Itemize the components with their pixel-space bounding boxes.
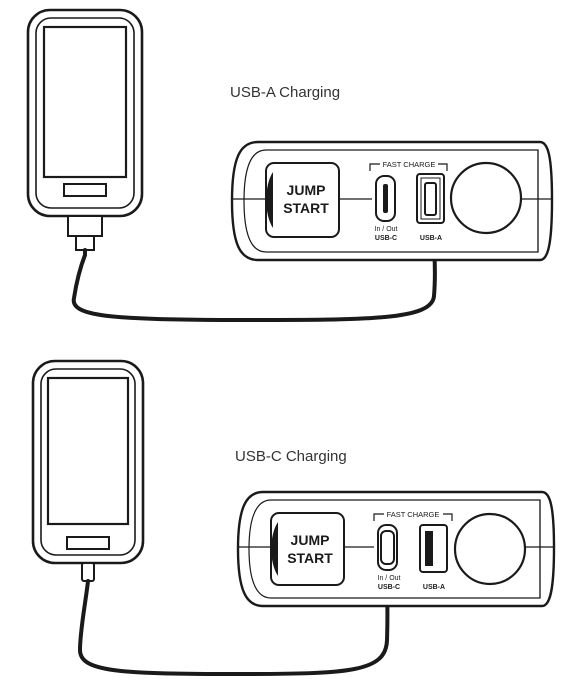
fast-charge-label: FAST CHARGE <box>387 510 440 519</box>
jump-start-label-line1: JUMP <box>291 532 330 548</box>
jump-start-label-line2: START <box>283 200 329 216</box>
usb-a-port-opening[interactable] <box>419 524 448 573</box>
cable-plug-in-usb-c <box>380 530 395 565</box>
caption-usb-a-charging: USB-A Charging <box>230 84 341 101</box>
usb-c-port-tongue <box>383 184 388 213</box>
jump-start-label-line1: JUMP <box>287 182 326 198</box>
jump-start-button-body[interactable] <box>265 162 340 238</box>
flashlight-lens <box>449 161 523 235</box>
bracket-right <box>443 513 453 521</box>
jump-start-button-bump <box>266 172 273 228</box>
jump-start-button-body[interactable] <box>270 512 345 586</box>
usb-a-port[interactable]: USB-A <box>419 524 448 591</box>
usb-a-label: USB-A <box>420 235 442 242</box>
usb-a-plug <box>67 215 103 251</box>
usb-a-port-tongue <box>425 531 433 566</box>
cable-plug-in-usb-a <box>424 182 437 216</box>
device-face-outline <box>248 499 541 599</box>
jump-start-label-line2: START <box>287 550 333 566</box>
usb-c-label-line2: USB-C <box>378 584 400 591</box>
smartphone-usb-a-panel <box>26 8 144 218</box>
fast-charge-bracket: FAST CHARGE <box>373 510 453 521</box>
usb-a-label: USB-A <box>423 584 445 591</box>
phone-screen <box>46 376 130 526</box>
fast-charge-label: FAST CHARGE <box>383 160 436 169</box>
usb-c-label-line1: In / Out <box>375 226 398 233</box>
usb-c-port[interactable]: In / Out USB-C <box>375 175 398 242</box>
jump-starter-device-2: JUMP START FAST CHARGE In / Out USB-C <box>236 490 556 608</box>
bracket-right <box>438 163 448 171</box>
fast-charge-bracket: FAST CHARGE <box>369 160 448 171</box>
bracket-left <box>373 513 384 521</box>
device-face-outline <box>243 149 539 253</box>
phone-screen <box>42 25 128 179</box>
jump-starter-device-1: JUMP START FAST CHARGE In / Out USB-C US <box>230 140 554 262</box>
flashlight-outer-ring <box>453 512 527 586</box>
flashlight-lens <box>453 512 527 586</box>
usb-c-label-line1: In / Out <box>378 575 401 582</box>
inserted-plug-body <box>380 530 395 565</box>
smartphone-usb-c-panel <box>31 359 145 565</box>
cable-usb-a <box>71 213 437 323</box>
flashlight-outer-ring <box>449 161 523 235</box>
usb-a-port-inner <box>420 177 441 220</box>
caption-usb-c-charging: USB-C Charging <box>235 448 347 465</box>
phone-bezel <box>40 368 136 556</box>
plug-neck <box>75 235 95 251</box>
plug-housing <box>67 215 103 237</box>
usb-c-plug <box>81 562 95 582</box>
usb-c-label-line2: USB-C <box>375 235 397 242</box>
phone-bezel <box>35 17 135 209</box>
plug-housing <box>81 562 95 582</box>
panel-usb-c-charging: JUMP START FAST CHARGE In / Out USB-C <box>31 359 556 677</box>
inserted-plug-body <box>424 182 437 216</box>
panel-usb-a-charging: JUMP START FAST CHARGE In / Out USB-C US <box>26 8 554 323</box>
jump-start-button[interactable]: JUMP START <box>265 162 340 238</box>
bracket-left <box>369 163 380 171</box>
jump-start-button[interactable]: JUMP START <box>270 512 345 586</box>
cable-usb-c <box>77 558 390 677</box>
jump-start-button-bump <box>271 522 278 576</box>
phone-home-button <box>63 183 107 197</box>
phone-home-button <box>66 536 110 550</box>
